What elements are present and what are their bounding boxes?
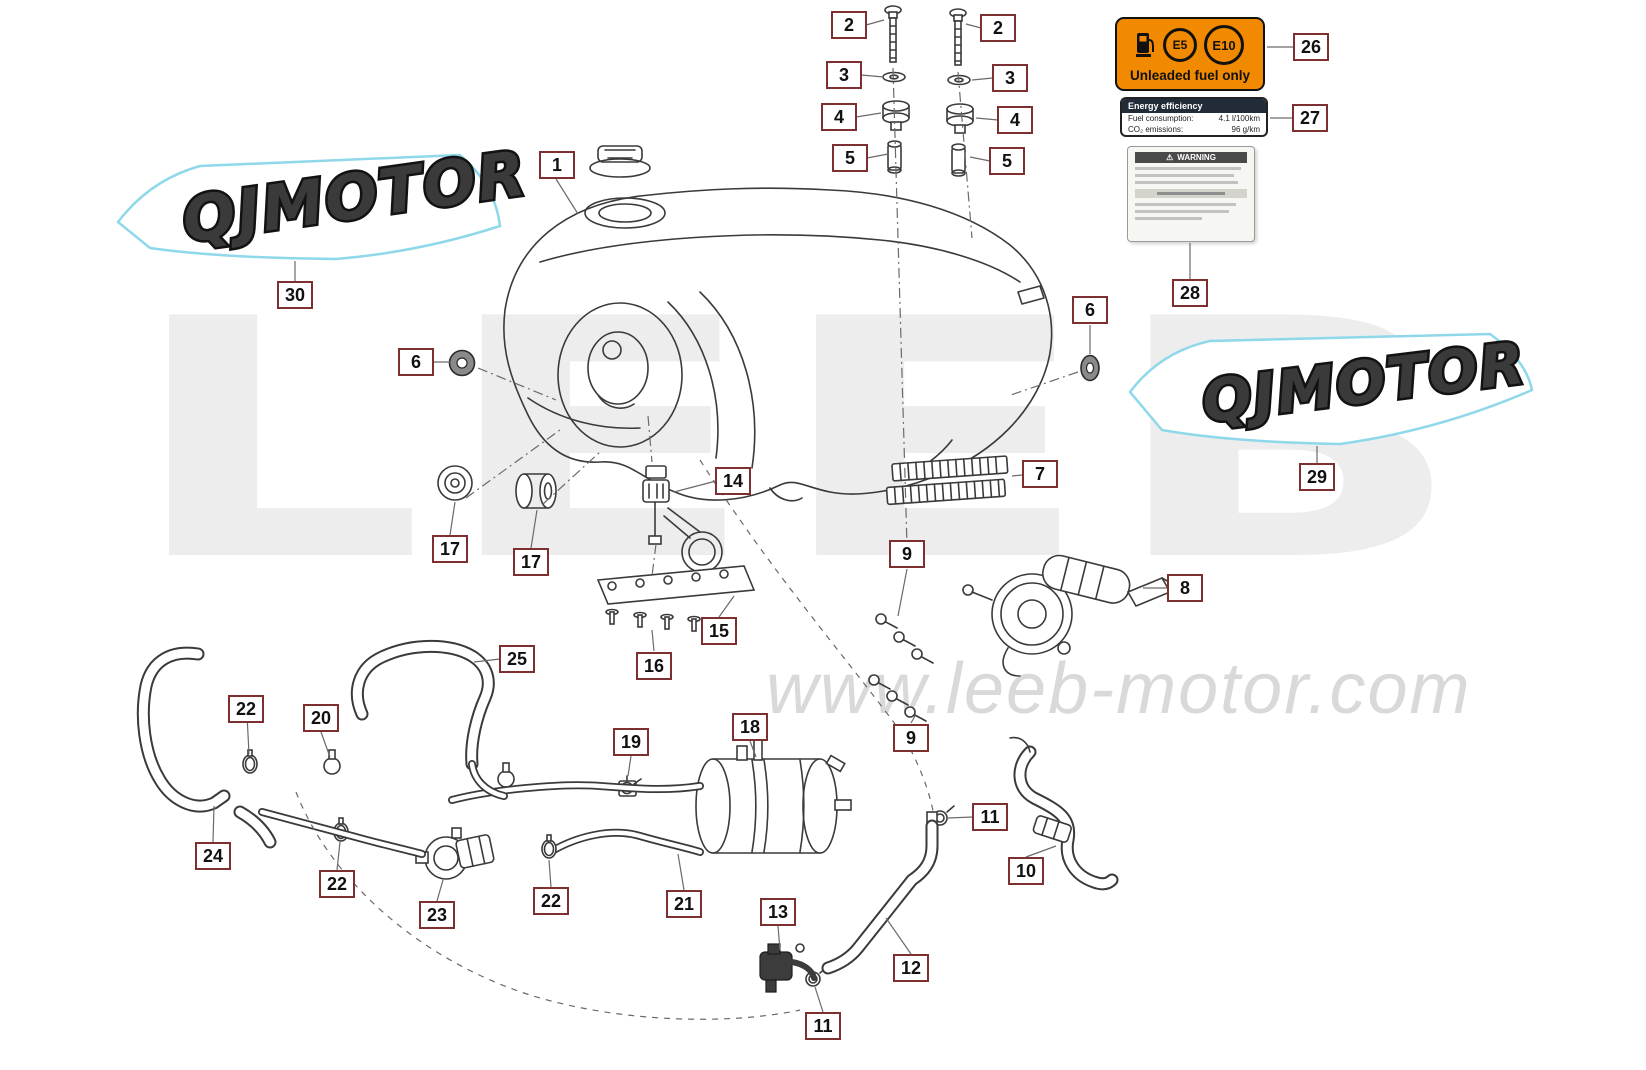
fuel-tank (503, 187, 1053, 502)
qjmotor-decal-right: QJMOTOR (1128, 326, 1534, 446)
callout-18: 18 (732, 713, 768, 741)
callout-7: 7 (1022, 460, 1058, 488)
callout-3-b: 3 (992, 64, 1028, 92)
callout-11-b: 11 (805, 1012, 841, 1040)
bolt-stack-right (946, 8, 974, 177)
energy-row-1-label: Fuel consumption: (1128, 114, 1194, 123)
hoses-lower-left (258, 760, 508, 858)
bolt-stack-left (882, 5, 910, 174)
callout-29: 29 (1299, 463, 1335, 491)
warning-label: ⚠ WARNING (1127, 146, 1255, 242)
callout-12: 12 (893, 954, 929, 982)
callout-11-a: 11 (972, 803, 1008, 831)
callout-9-a: 9 (889, 540, 925, 568)
pump-screws (868, 613, 934, 722)
callout-25: 25 (499, 645, 535, 673)
callout-3-a: 3 (826, 61, 862, 89)
guard-rail-24 (136, 646, 277, 849)
leader-lines (212, 19, 1318, 1013)
energy-row-1-value: 4.1 l/100km (1218, 114, 1260, 123)
callout-28: 28 (1172, 279, 1208, 307)
callout-16: 16 (636, 652, 672, 680)
callout-23: 23 (419, 901, 455, 929)
qjmotor-decal-left: QJMOTOR (116, 134, 534, 261)
callout-13: 13 (760, 898, 796, 926)
tank-pads (885, 455, 1009, 506)
callout-4-b: 4 (997, 106, 1033, 134)
callout-8: 8 (1167, 574, 1203, 602)
callout-24: 24 (195, 842, 231, 870)
callout-30: 30 (277, 281, 313, 309)
callout-9-b: 9 (893, 724, 929, 752)
callout-5-b: 5 (989, 147, 1025, 175)
callout-26: 26 (1293, 33, 1329, 61)
plate-bolts (605, 608, 701, 632)
callout-6-a: 6 (398, 348, 434, 376)
warning-icon: ⚠ (1166, 153, 1174, 162)
routing-lines (295, 67, 1079, 1020)
fuel-hose-10 (1009, 736, 1119, 891)
grommet-right (1080, 354, 1100, 382)
rollover-valve (415, 827, 495, 880)
callout-17-b: 17 (513, 548, 549, 576)
fuel-label-caption: Unleaded fuel only (1129, 68, 1251, 83)
fuel-pipe-12 (821, 811, 939, 975)
guard-rail-25 (350, 639, 495, 771)
callout-27: 27 (1292, 104, 1328, 132)
watermark-brand: LEEB (126, 249, 1479, 633)
callout-21: 21 (666, 890, 702, 918)
elbow-valve-13 (759, 943, 817, 993)
pump-plate (596, 565, 756, 605)
callout-14: 14 (715, 467, 751, 495)
callout-10: 10 (1008, 857, 1044, 885)
warning-label-title: WARNING (1177, 153, 1216, 162)
callout-22-a: 22 (228, 695, 264, 723)
callout-22-c: 22 (533, 887, 569, 915)
callout-17-a: 17 (432, 535, 468, 563)
callout-2-a: 2 (831, 11, 867, 39)
watermark-url: www.leeb-motor.com (766, 649, 1472, 729)
callout-19: 19 (613, 728, 649, 756)
grommet-left (448, 349, 476, 377)
energy-label-title: Energy efficiency (1122, 99, 1266, 113)
filler-cap (589, 145, 651, 178)
pipe-clips (323, 749, 515, 788)
callout-22-b: 22 (319, 870, 355, 898)
callout-15: 15 (701, 617, 737, 645)
callout-4-a: 4 (821, 103, 857, 131)
canister (695, 739, 852, 854)
fuel-pump-internals (642, 465, 723, 573)
energy-efficiency-label: Energy efficiency Fuel consumption: 4.1 … (1120, 97, 1268, 137)
callout-5-a: 5 (832, 144, 868, 172)
e10-badge: E10 (1204, 25, 1244, 65)
e5-badge: E5 (1163, 28, 1197, 62)
rollers (437, 465, 557, 509)
energy-row-2-value: 96 g/km (1231, 125, 1260, 134)
callout-6-b: 6 (1072, 296, 1108, 324)
fuel-pump-icon (1136, 33, 1154, 57)
callout-1: 1 (539, 151, 575, 179)
fuel-pump-assembly (962, 554, 1177, 677)
callout-20-a: 20 (303, 704, 339, 732)
energy-row-2-label: CO₂ emissions: (1128, 125, 1184, 134)
unleaded-fuel-label: E5 E10 Unleaded fuel only (1115, 17, 1265, 91)
callout-2-b: 2 (980, 14, 1016, 42)
